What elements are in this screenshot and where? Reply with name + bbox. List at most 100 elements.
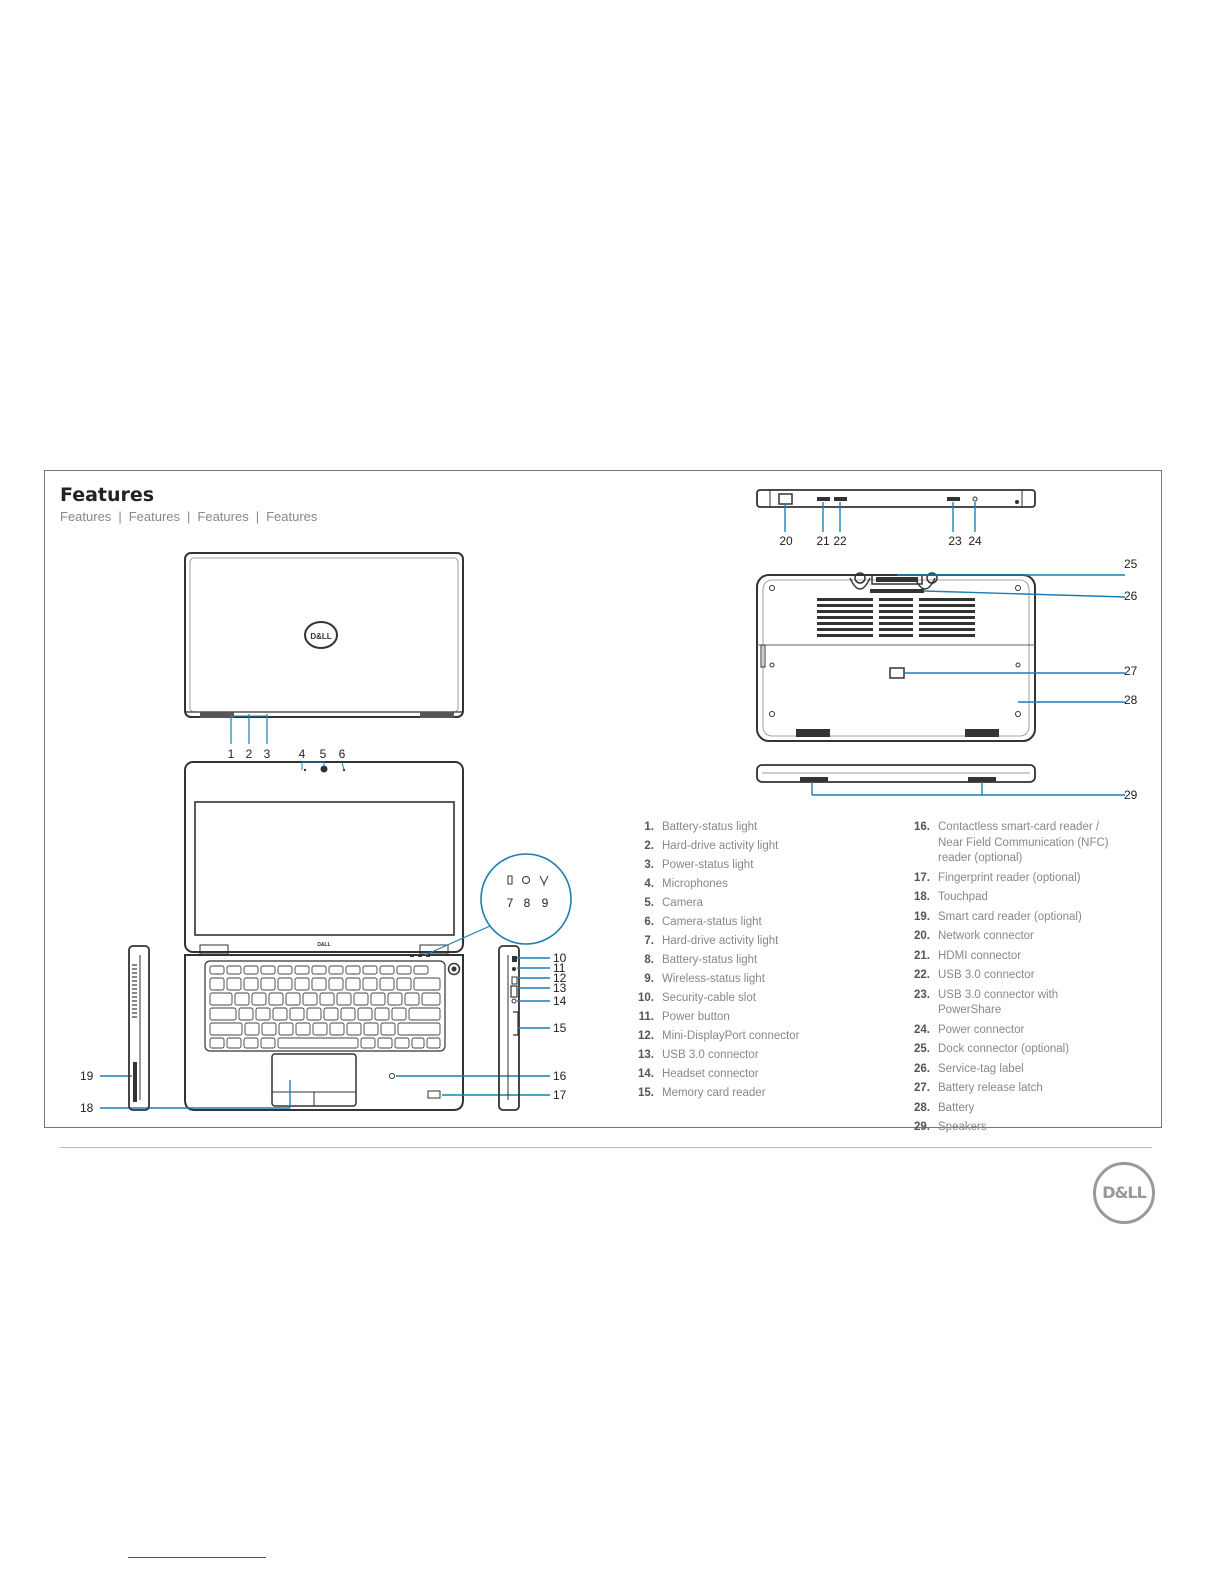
callout-15: 15 [553,1021,567,1035]
legend-number: 17. [914,871,930,884]
legend-number: 24. [914,1023,930,1036]
callout-26: 26 [1124,589,1138,603]
callout-9: 9 [542,896,549,910]
callout-8: 8 [524,896,531,910]
legend-number: 21. [914,949,930,962]
legend-number: 16. [914,821,930,833]
legend-number: 28. [914,1101,930,1114]
callout-1: 1 [228,747,235,761]
features-frame [44,470,1162,1128]
footer-link-underline[interactable] [128,1557,266,1558]
legend-number: 19. [914,910,930,923]
subtitle-item: Features [128,509,181,524]
legend-label: Fingerprint reader (optional) [938,871,1081,884]
legend-label: Security-cable slot [662,992,756,1004]
bottom-view [756,572,1126,742]
legend-number: 11. [638,1011,654,1023]
legend-label: Near Field Communication (NFC) [938,836,1109,849]
legend-label: PowerShare [938,1004,1002,1016]
legend-label: Microphones [662,878,728,890]
legend-label: Speakers [938,1121,987,1133]
callout-20: 20 [779,534,793,548]
callout-21: 21 [816,534,830,548]
callout-25: 25 [1124,557,1138,571]
subtitle-item: Features [60,509,112,524]
legend-label: Battery [938,1101,975,1114]
subtitle-item: Features [266,509,318,524]
legend-label: Battery release latch [938,1082,1043,1094]
callout-5: 5 [320,747,327,761]
callout-22: 22 [833,534,847,548]
callout-19: 19 [80,1069,94,1083]
legend-label: Network connector [938,930,1034,942]
legend-label: Contactless smart-card reader / [938,821,1100,833]
legend-number: 20. [914,930,930,942]
callout-18: 18 [80,1101,94,1115]
right-side-view [498,945,550,1111]
callout-27: 27 [1124,664,1138,678]
legend-number: 2. [644,840,654,852]
legend-number: 29. [914,1121,930,1133]
callout-28: 28 [1124,693,1138,707]
laptop-lid-view: D&LL [184,552,464,744]
legend-label: Service-tag label [938,1062,1024,1075]
legend-number: 3. [644,859,654,871]
page-title: Features [60,484,155,506]
legend-label: Battery-status light [662,954,758,966]
legend-label: Hard-drive activity light [662,935,779,947]
callout-16: 16 [553,1069,567,1083]
legend-label: USB 3.0 connector [938,969,1035,981]
legend-number: 23. [914,988,930,1001]
legend-label: Memory card reader [662,1087,766,1099]
legend-number: 14. [638,1068,654,1080]
legend-number: 10. [638,992,654,1004]
callout-4: 4 [299,747,306,761]
divider [60,1147,1152,1148]
callout-3: 3 [264,747,271,761]
callout-6: 6 [339,747,346,761]
legend-label: HDMI connector [938,949,1022,962]
callout-14: 14 [553,994,567,1008]
legend-number: 26. [914,1062,930,1075]
legend-number: 7. [644,935,654,947]
callout-24: 24 [968,534,982,548]
legend-label: Touchpad [938,891,988,903]
legend-label: Dock connector (optional) [938,1043,1070,1055]
legend-label: Power-status light [662,859,754,871]
legend-number: 12. [638,1030,654,1042]
legend-label: Headset connector [662,1068,759,1080]
legend-label: Wireless-status light [662,973,765,985]
rear-view [756,489,1036,532]
legend-label: Hard-drive activity light [662,840,779,852]
callout-13: 13 [553,981,567,995]
legend-label: Power connector [938,1023,1025,1036]
legend-number: 6. [644,916,654,928]
subtitle-separator: | [118,509,122,524]
legend-number: 15. [638,1087,654,1099]
legend-number: 1. [644,821,654,833]
callout-23: 23 [948,534,962,548]
legend-number: 22. [914,969,930,981]
callout-12: 12 [553,971,567,985]
subtitle-separator: | [255,509,260,524]
legend-number: 9. [644,973,654,985]
legend-label: reader (optional) [938,852,1023,864]
legend-number: 13. [638,1049,654,1061]
legend-number: 18. [914,891,930,903]
legend-number: 8. [644,954,654,966]
callout-11: 11 [553,961,566,975]
lid-logo-text: D&LL [310,632,331,641]
subtitle: Features | Features | Features | Features [60,509,317,524]
legend-label: Smart card reader (optional) [938,910,1082,923]
laptop-open-view: D&LL [184,761,572,1111]
legend-label: Mini-DisplayPort connector [662,1030,800,1042]
callout-7: 7 [507,896,514,910]
legend-number: 25. [914,1043,930,1055]
front-view [756,764,1125,796]
callout-10: 10 [553,951,567,965]
legend-label: Camera [662,897,703,909]
subtitle-item: Features [197,509,249,524]
subtitle-separator: | [187,509,191,524]
legend-number: 27. [914,1082,930,1094]
